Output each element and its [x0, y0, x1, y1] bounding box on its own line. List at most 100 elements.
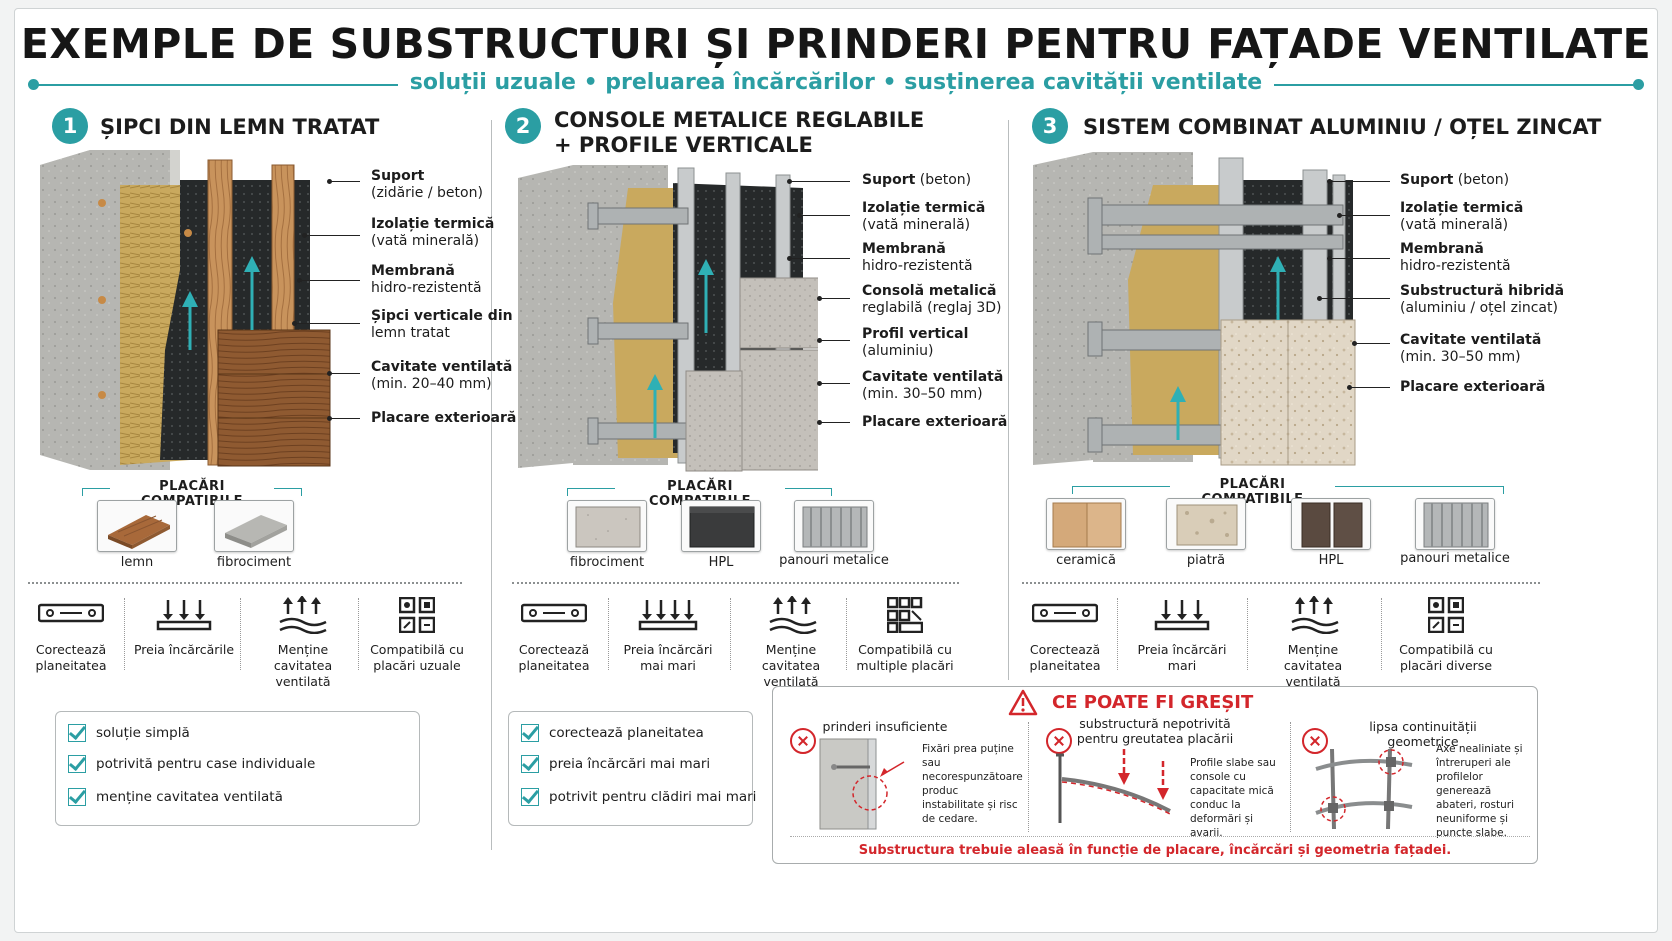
metal-brackets-illustration	[518, 165, 818, 472]
metal-panel-icon	[794, 500, 874, 552]
warning-1-text: Fixări prea puține sau necorespunzătoare…	[922, 743, 1023, 825]
leader-line	[787, 256, 850, 261]
wood-board-icon	[97, 500, 177, 552]
leader-line	[327, 371, 360, 376]
checklist-item: menține cavitatea ventilată	[68, 788, 283, 806]
wood-battens-illustration	[40, 150, 331, 470]
fibrocement-panel-icon	[567, 500, 647, 552]
warnings-divider	[790, 836, 1530, 837]
airflow-icon	[1291, 596, 1339, 634]
label-cladding: Placare exterioară	[1400, 379, 1546, 395]
label-insulation: Izolație termică(vată minerală)	[1400, 200, 1524, 233]
checklist-item: corectează planeitatea	[521, 724, 704, 742]
hybrid-substructure-illustration	[1033, 152, 1356, 466]
compat-label: panouri metalice	[779, 553, 889, 568]
label-support: Suport(zidărie / beton)	[371, 168, 483, 201]
checklist-item: potrivită pentru case individuale	[68, 755, 315, 773]
feature-label: Menține cavitatea ventilată	[761, 642, 821, 689]
grid-compat-icon	[399, 597, 435, 633]
warnings-footer: Substructura trebuie aleasă în funcție d…	[858, 843, 1452, 858]
feature-label: Preia încărcări mai mari	[623, 642, 713, 673]
subtitle: soluții uzuale • preluarea încărcărilor …	[28, 70, 1644, 95]
compat-label: panouri metalice	[1400, 551, 1510, 566]
feature-label: Corectează planeitatea	[518, 642, 590, 673]
warning-separator	[1290, 722, 1291, 832]
compat-label: HPL	[1318, 553, 1344, 568]
leader-line	[1327, 256, 1390, 261]
label-cavity: Cavitate ventilată(min. 20–40 mm)	[371, 359, 513, 392]
error-x-icon	[1302, 728, 1328, 754]
label-cavity: Cavitate ventilată(min. 30–50 mm)	[862, 369, 1004, 402]
label-insulation: Izolație termică(vată minerală)	[862, 200, 986, 233]
warning-triangle-icon	[1008, 689, 1038, 716]
hpl-panel-icon	[1291, 498, 1371, 550]
feature-separator	[240, 598, 241, 670]
level-icon	[1032, 603, 1098, 623]
column-1-title: ȘIPCI DIN LEMN TRATAT	[100, 115, 380, 139]
leader-line	[327, 416, 360, 421]
rule-dot-right	[1633, 79, 1644, 90]
compat-label: lemn	[120, 555, 154, 570]
feature-label: Compatibilă cu multiple placări	[856, 642, 954, 673]
leader-line	[787, 179, 850, 184]
compat-label: piatră	[1186, 553, 1226, 568]
column-divider-1	[491, 120, 492, 850]
label-cladding: Placare exterioară	[371, 410, 517, 426]
warnings-box	[772, 686, 1538, 864]
leader-line	[817, 381, 850, 386]
checklist-box	[508, 711, 753, 826]
error-x-icon	[1046, 728, 1072, 754]
feature-label: Menține cavitatea ventilată	[273, 642, 333, 689]
warning-2-title: substructură nepotrivită pentru greutate…	[1076, 716, 1234, 746]
feature-label: Preia încărcări mari	[1137, 642, 1227, 673]
check-icon	[521, 788, 539, 806]
feature-label: Compatibilă cu placări diverse	[1399, 642, 1493, 673]
warning-2-text: Profile slabe sau console cu capacitate …	[1190, 757, 1276, 839]
feature-separator	[1117, 598, 1118, 670]
check-icon	[68, 724, 86, 742]
warnings-title: CE POATE FI GREȘIT	[1052, 692, 1254, 713]
checklist-item: soluție simplă	[68, 724, 190, 742]
column-1-badge: 1	[52, 108, 88, 144]
leader-line	[1327, 179, 1390, 184]
warning-1-title: prinderi insuficiente	[822, 719, 948, 734]
grid-compat-icon	[1428, 597, 1464, 633]
airflow-icon	[279, 596, 327, 634]
feature-separator	[124, 598, 125, 670]
feature-label: Preia încărcările	[133, 642, 235, 657]
leader-line	[297, 278, 360, 283]
leader-line	[817, 296, 850, 301]
compat-label: ceramică	[1056, 553, 1116, 568]
level-icon	[38, 603, 104, 623]
error-x-icon	[790, 728, 816, 754]
column-2-badge: 2	[505, 108, 541, 144]
level-icon	[521, 603, 587, 623]
compat-label: fibrociment	[569, 555, 645, 570]
label-cavity: Cavitate ventilată(min. 30–50 mm)	[1400, 332, 1542, 365]
airflow-icon	[769, 596, 817, 634]
leader-line	[1337, 213, 1390, 218]
column-3-title: SISTEM COMBINAT ALUMINIU / OȚEL ZINCAT	[1083, 115, 1602, 139]
leader-line	[817, 420, 850, 425]
label-support: Suport (beton)	[862, 172, 972, 188]
fibrocement-board-icon	[214, 500, 294, 552]
checklist-item: preia încărcări mai mari	[521, 755, 710, 773]
load-arrows-icon	[638, 600, 698, 631]
feature-separator	[358, 598, 359, 670]
hpl-panel-icon	[681, 500, 761, 552]
compat-label: HPL	[708, 555, 734, 570]
column-3-badge: 3	[1032, 108, 1068, 144]
grid-compat-icon	[887, 597, 923, 633]
insufficient-fixings-illustration	[819, 738, 905, 830]
feature-separator	[608, 598, 609, 670]
metal-panel-icon	[1415, 498, 1495, 550]
warning-3-title: lipsa continuității geometrice	[1369, 719, 1477, 749]
rule-dot-left	[28, 79, 39, 90]
leader-line	[327, 179, 360, 184]
feature-label: Corectează planeitatea	[1029, 642, 1101, 673]
